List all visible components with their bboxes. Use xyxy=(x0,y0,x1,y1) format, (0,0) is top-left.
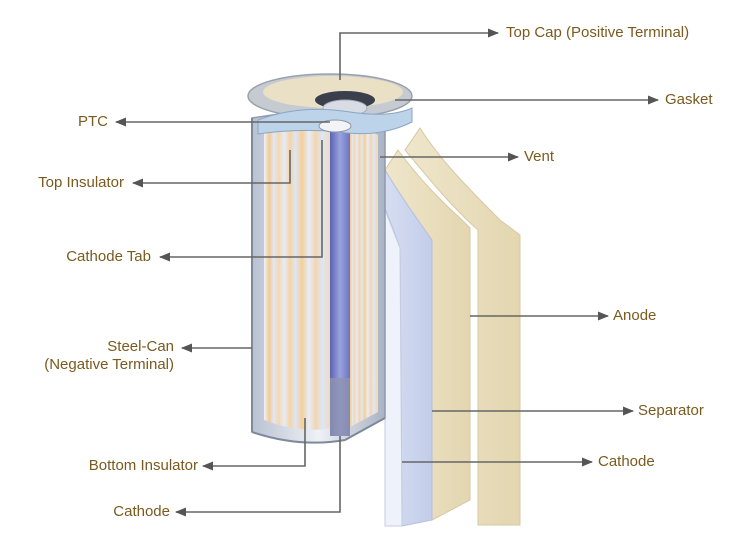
label-cathode-bottom: Cathode xyxy=(113,503,170,521)
label-top-insulator: Top Insulator xyxy=(38,174,124,192)
label-steel-can-line2: (Negative Terminal) xyxy=(44,356,174,374)
label-top-cap: Top Cap (Positive Terminal) xyxy=(506,24,689,42)
label-ptc: PTC xyxy=(78,113,108,131)
core-tube-lower xyxy=(330,378,350,436)
label-vent: Vent xyxy=(524,148,554,166)
label-bottom-insulator: Bottom Insulator xyxy=(89,457,198,475)
label-gasket: Gasket xyxy=(665,91,713,109)
label-anode: Anode xyxy=(613,307,656,325)
label-cathode-right: Cathode xyxy=(598,453,655,471)
jellyroll-right-face xyxy=(348,120,378,428)
label-separator: Separator xyxy=(638,402,704,420)
label-steel-can: Steel-Can (Negative Terminal) xyxy=(44,338,174,374)
label-cathode-tab: Cathode Tab xyxy=(66,248,151,266)
label-steel-can-line1: Steel-Can xyxy=(44,338,174,356)
